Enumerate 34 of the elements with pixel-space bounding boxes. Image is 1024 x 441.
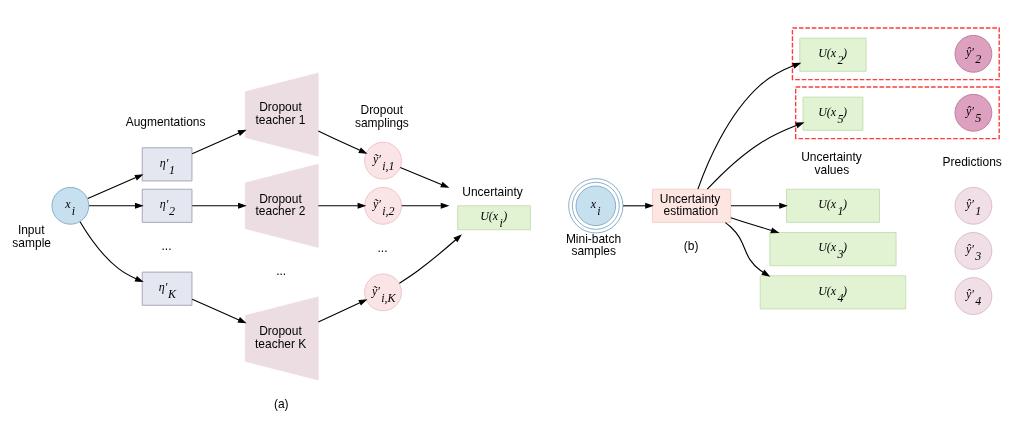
arrow [401, 202, 450, 209]
node-box: Dropout teacher K [244, 296, 319, 380]
arrow [191, 298, 247, 323]
arrow [88, 202, 144, 209]
node-box: Dropout teacher 1 [244, 72, 319, 157]
node-box: Uncertainty estimation [652, 188, 732, 223]
arrow [730, 216, 780, 233]
arrow [622, 202, 654, 209]
label: ... [377, 240, 388, 255]
node-label: Mini-batch samples [565, 231, 622, 258]
arrow [317, 130, 368, 154]
label: (b) [683, 238, 699, 253]
label: Augmentations [125, 114, 206, 129]
label: ... [276, 263, 287, 278]
label: Uncertainty values [801, 149, 862, 177]
arrow [191, 202, 247, 209]
arrow [87, 173, 144, 199]
arrow [317, 298, 368, 322]
node-box: Dropout teacher 2 [244, 163, 319, 248]
arrow [399, 166, 450, 188]
label: Predictions [942, 154, 1002, 169]
arrow [79, 220, 144, 282]
arrow [706, 121, 805, 190]
label: (a) [273, 396, 289, 411]
arrow [730, 202, 788, 209]
label: ... [161, 238, 172, 253]
node-label: Input sample [12, 222, 51, 250]
arrow [398, 233, 462, 284]
arrow [697, 62, 802, 190]
arrow [724, 221, 771, 277]
arrow [317, 202, 367, 209]
node-label: Uncertainty [462, 184, 523, 199]
arrow [191, 129, 247, 154]
label: Dropout samplings [354, 102, 409, 130]
